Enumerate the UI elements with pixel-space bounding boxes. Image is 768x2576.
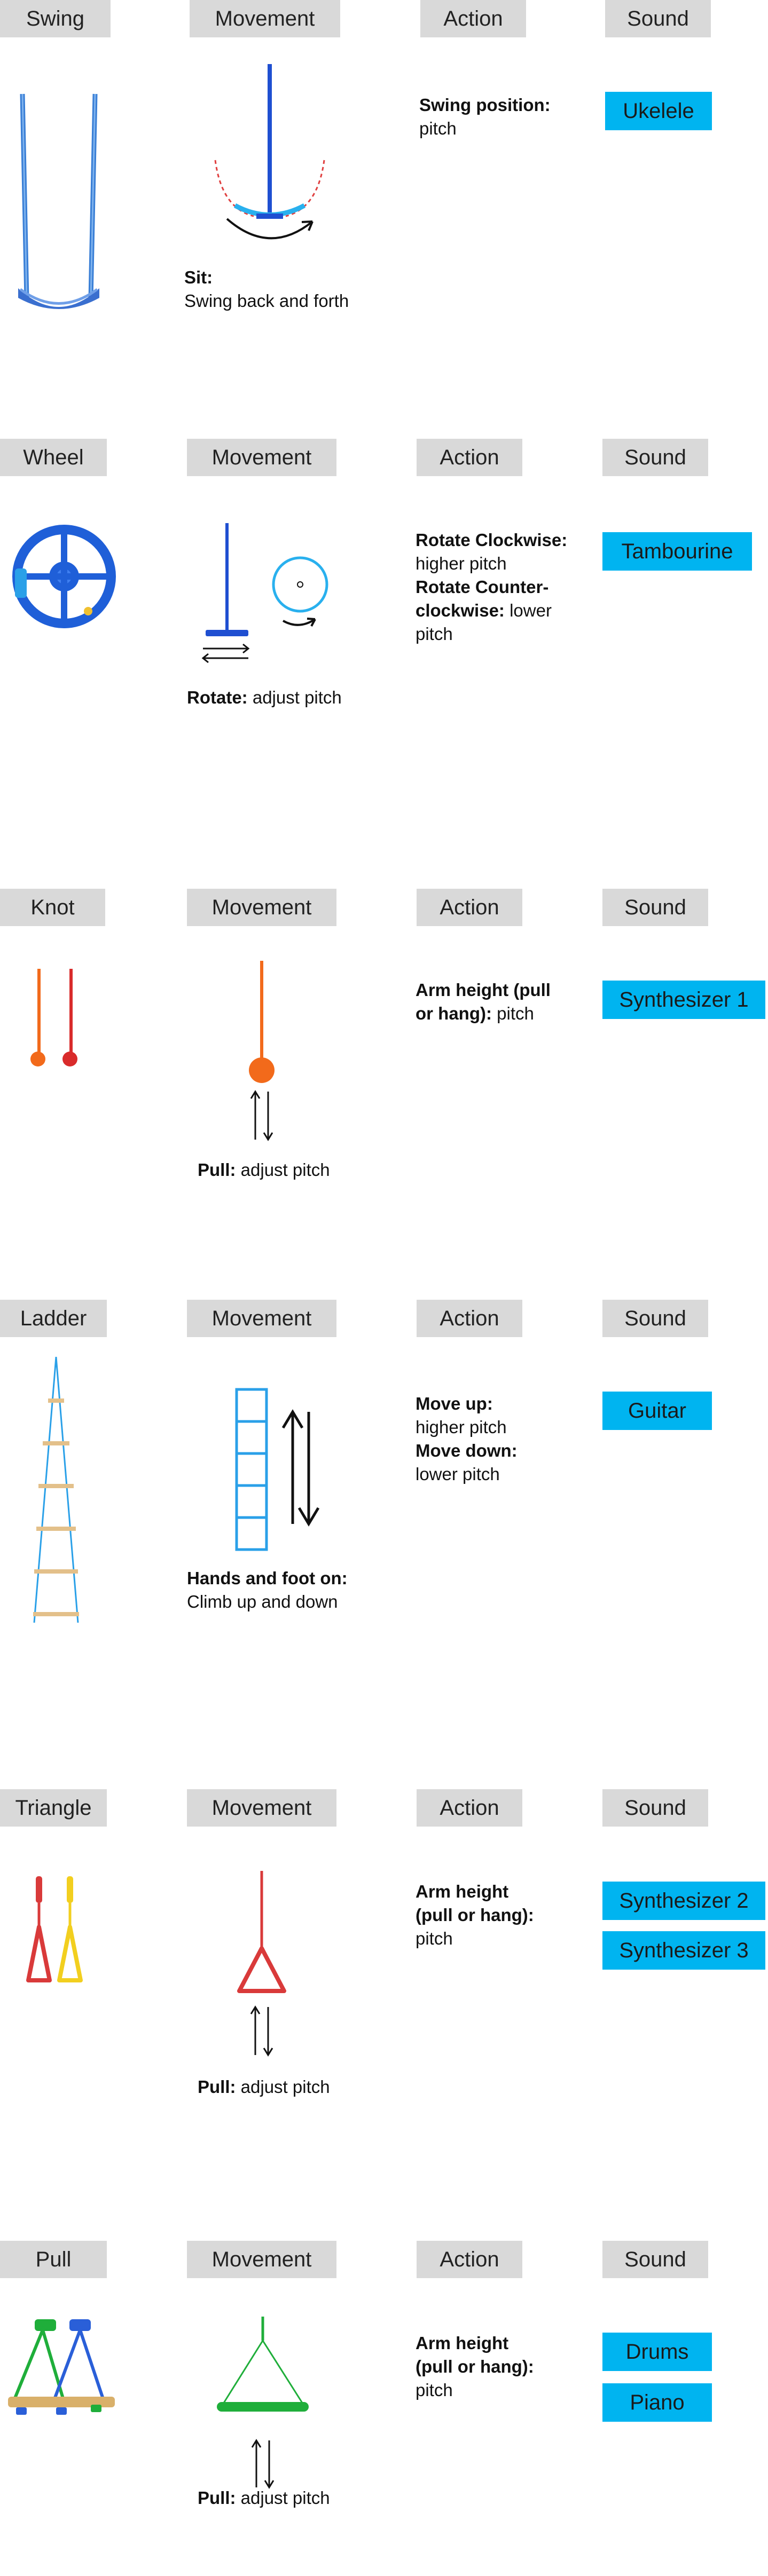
movement-description: Sit:Swing back and forth [184,267,349,311]
sound-tag: Guitar [602,1392,712,1430]
movement-header: Movement [190,0,340,37]
equipment-name-header: Pull [0,2241,107,2278]
sound-tag: Tambourine [602,532,752,571]
movement-header: Movement [187,1789,336,1827]
action-description: Arm height (pull or hang): pitch [416,1882,534,1948]
action-header: Action [417,1789,522,1827]
action-description: Arm height (pull or hang): pitch [416,980,551,1023]
movement-header: Movement [187,439,336,476]
pull-movement-diagram [217,2317,309,2489]
sound-tag: Synthesizer 3 [602,1931,765,1970]
sound-tag: Synthesizer 1 [602,981,765,1019]
sound-header: Sound [602,2241,708,2278]
movement-description: Pull: adjust pitch [198,2077,330,2097]
action-header: Action [417,2241,522,2278]
ladder-photo [33,1356,79,1623]
movement-description: Pull: adjust pitch [198,1160,330,1180]
pull-photo [8,2319,115,2415]
wheel-photo [12,525,116,628]
sound-tag: Ukelele [605,92,712,130]
sound-header: Sound [605,0,711,37]
sound-header: Sound [602,1789,708,1827]
ladder-movement-diagram [235,1388,320,1551]
movement-description: Rotate: adjust pitch [187,688,342,707]
equipment-name-header: Wheel [0,439,107,476]
equipment-name-header: Ladder [0,1300,107,1337]
equipment-name-header: Swing [0,0,111,37]
swing-photo [18,93,99,309]
sound-header: Sound [602,889,708,926]
equipment-name-header: Triangle [0,1789,107,1827]
triangle-movement-diagram [237,1871,286,2057]
movement-description: Pull: adjust pitch [198,2488,330,2508]
action-header: Action [417,889,522,926]
action-description: Move up: higher pitch Move down: lower p… [416,1394,518,1484]
action-description: Swing position: pitch [419,95,551,138]
sound-header: Sound [602,1300,708,1337]
wheel-movement-diagram [201,523,328,663]
action-header: Action [417,1300,522,1337]
movement-header: Movement [187,889,336,926]
knot-photo [30,969,77,1066]
movement-description: Hands and foot on:Climb up and down [187,1568,348,1611]
sound-tag: Drums [602,2333,712,2371]
sound-tag: Piano [602,2383,712,2422]
movement-header: Movement [187,1300,336,1337]
swing-movement-diagram [214,64,325,240]
sound-tag: Synthesizer 2 [602,1882,765,1920]
action-description: Arm height (pull or hang): pitch [416,2333,534,2400]
equipment-name-header: Knot [0,889,105,926]
action-header: Action [417,439,522,476]
triangle-photo [26,1876,83,1982]
movement-header: Movement [187,2241,336,2278]
knot-movement-diagram [249,961,275,1141]
action-description: Rotate Clockwise: higher pitch Rotate Co… [416,530,568,644]
action-header: Action [420,0,526,37]
sound-header: Sound [602,439,708,476]
